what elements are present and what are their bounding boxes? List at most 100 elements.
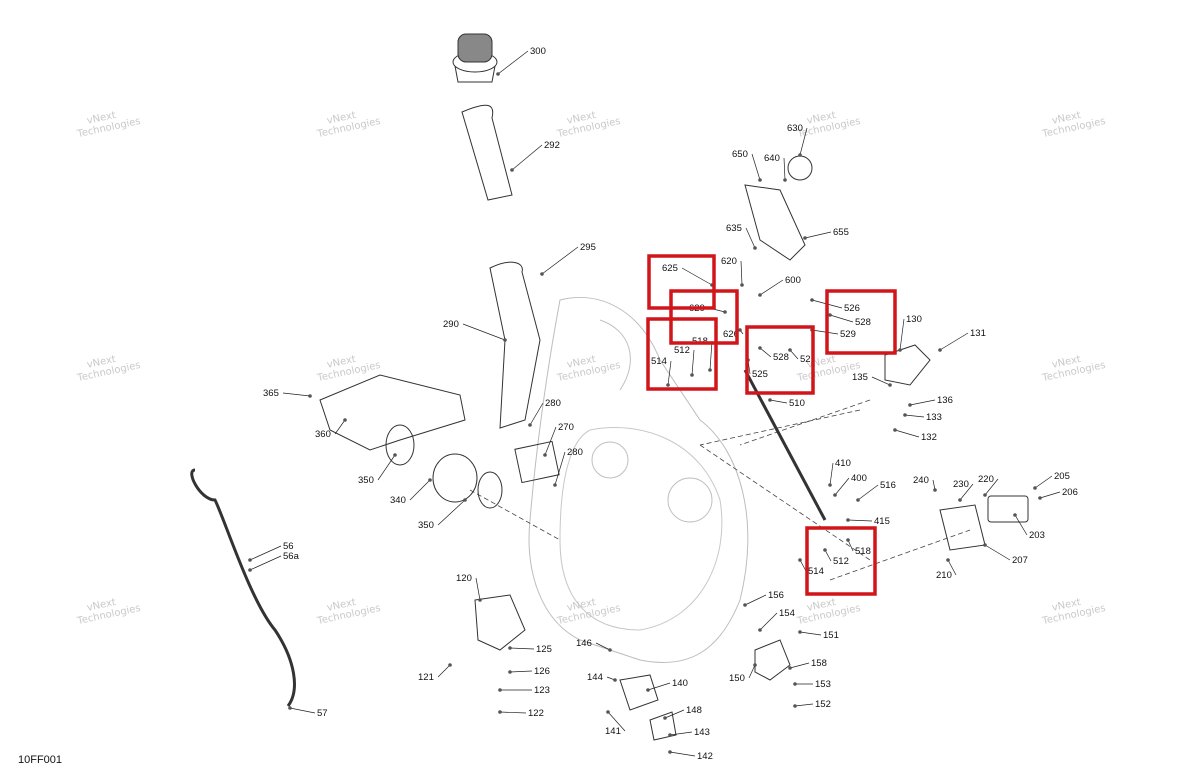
callout-126[interactable]: 126 — [534, 666, 550, 677]
callout-529[interactable]: 529 — [840, 329, 856, 340]
callout-153[interactable]: 153 — [815, 679, 831, 690]
callout-56a[interactable]: 56a — [283, 551, 300, 562]
leader-line — [759, 347, 772, 358]
part-292-duct — [461, 104, 513, 201]
callout-635[interactable]: 635 — [726, 223, 742, 234]
callout-512[interactable]: 512 — [674, 345, 690, 356]
callout-143[interactable]: 143 — [694, 727, 710, 738]
callout-526[interactable]: 526 — [844, 303, 860, 314]
callout-120[interactable]: 120 — [456, 573, 472, 584]
callout-290[interactable]: 290 — [443, 319, 459, 330]
callout-220[interactable]: 220 — [978, 474, 994, 485]
callout-123[interactable]: 123 — [534, 685, 550, 696]
leader-line — [499, 711, 527, 714]
part-marker — [708, 368, 712, 372]
callout-230[interactable]: 230 — [953, 479, 969, 490]
callout-148[interactable]: 148 — [686, 705, 702, 716]
part-marker — [798, 153, 802, 157]
callout-52[interactable]: 52 — [800, 354, 811, 365]
callout-655[interactable]: 655 — [833, 227, 849, 238]
callout-650[interactable]: 650 — [732, 149, 748, 160]
leader-line — [554, 451, 566, 486]
callout-528[interactable]: 528 — [773, 352, 789, 363]
callout-122[interactable]: 122 — [528, 708, 544, 719]
part-marker — [983, 493, 987, 497]
callout-142[interactable]: 142 — [697, 751, 713, 762]
callout-136[interactable]: 136 — [937, 395, 953, 406]
callout-203[interactable]: 203 — [1029, 530, 1045, 541]
callout-240[interactable]: 240 — [913, 475, 929, 486]
callout-600[interactable]: 600 — [785, 275, 801, 286]
part-marker — [646, 688, 650, 692]
part-marker — [510, 168, 514, 172]
part-marker — [248, 558, 252, 562]
callout-516[interactable]: 516 — [880, 480, 896, 491]
callout-514[interactable]: 514 — [808, 566, 824, 577]
callout-400[interactable]: 400 — [851, 473, 867, 484]
part-marker — [248, 568, 252, 572]
callout-528[interactable]: 528 — [855, 317, 871, 328]
parts-drawing — [190, 33, 1029, 741]
leader-line — [544, 426, 557, 456]
callout-360[interactable]: 360 — [315, 429, 331, 440]
callout-146[interactable]: 146 — [576, 638, 592, 649]
callout-625[interactable]: 625 — [662, 263, 678, 274]
callout-205[interactable]: 205 — [1054, 471, 1070, 482]
callout-133[interactable]: 133 — [926, 412, 942, 423]
callout-626[interactable]: 626 — [723, 329, 739, 340]
callout-144[interactable]: 144 — [587, 672, 603, 683]
callout-132[interactable]: 132 — [921, 432, 937, 443]
callout-210[interactable]: 210 — [936, 570, 952, 581]
callout-131[interactable]: 131 — [970, 328, 986, 339]
callout-121[interactable]: 121 — [418, 672, 434, 683]
callout-158[interactable]: 158 — [811, 658, 827, 669]
callout-525[interactable]: 525 — [752, 369, 768, 380]
callout-512[interactable]: 512 — [833, 556, 849, 567]
leader-line — [904, 414, 925, 418]
callout-630[interactable]: 630 — [787, 123, 803, 134]
callout-141[interactable]: 141 — [605, 726, 621, 737]
callout-295[interactable]: 295 — [580, 242, 596, 253]
callout-510[interactable]: 510 — [789, 398, 805, 409]
callout-130[interactable]: 130 — [906, 314, 922, 325]
callout-206[interactable]: 206 — [1062, 487, 1078, 498]
callout-156[interactable]: 156 — [768, 590, 784, 601]
callout-154[interactable]: 154 — [779, 608, 795, 619]
callout-365[interactable]: 365 — [263, 388, 279, 399]
callout-280[interactable]: 280 — [545, 398, 561, 409]
callout-125[interactable]: 125 — [536, 644, 552, 655]
callout-292[interactable]: 292 — [544, 140, 560, 151]
callout-57[interactable]: 57 — [317, 708, 328, 719]
leader-line — [959, 483, 974, 501]
part-marker — [508, 646, 512, 650]
leader-line — [667, 360, 672, 386]
callout-640[interactable]: 640 — [764, 153, 780, 164]
callout-135[interactable]: 135 — [852, 372, 868, 383]
part-marker — [608, 648, 612, 652]
callout-56[interactable]: 56 — [283, 541, 294, 552]
leader-line — [669, 731, 693, 736]
callout-350[interactable]: 350 — [418, 520, 434, 531]
part-marker — [933, 488, 937, 492]
part-650-bracket — [744, 184, 806, 261]
callout-514[interactable]: 514 — [651, 356, 667, 367]
leader-line — [740, 260, 743, 286]
highlight-box — [745, 325, 815, 395]
part-203-module — [987, 495, 1029, 523]
callout-350[interactable]: 350 — [358, 475, 374, 486]
callout-207[interactable]: 207 — [1012, 555, 1028, 566]
callout-270[interactable]: 270 — [558, 422, 574, 433]
callout-620[interactable]: 620 — [721, 256, 737, 267]
callout-152[interactable]: 152 — [815, 699, 831, 710]
part-340-boot — [432, 453, 478, 503]
callout-340[interactable]: 340 — [390, 495, 406, 506]
callout-300[interactable]: 300 — [530, 46, 546, 57]
callout-151[interactable]: 151 — [823, 630, 839, 641]
callout-280[interactable]: 280 — [567, 447, 583, 458]
callout-410[interactable]: 410 — [835, 458, 851, 469]
callout-415[interactable]: 415 — [874, 516, 890, 527]
callout-518[interactable]: 518 — [855, 546, 871, 557]
callout-150[interactable]: 150 — [729, 673, 745, 684]
callout-140[interactable]: 140 — [672, 678, 688, 689]
